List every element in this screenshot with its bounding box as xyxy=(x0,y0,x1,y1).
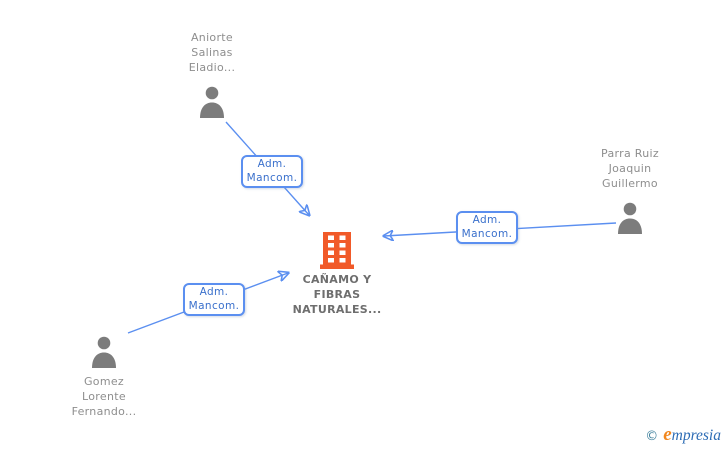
person-node-parra[interactable]: Parra Ruiz Joaquin Guillermo xyxy=(570,146,690,234)
person-name-line: Lorente xyxy=(82,390,126,403)
person-name-line: Joaquin xyxy=(608,162,652,175)
company-name-line: NATURALES... xyxy=(292,303,382,316)
person-name-line: Parra Ruiz xyxy=(601,147,659,160)
person-name: Gomez Lorente Fernando... xyxy=(72,374,137,419)
person-icon xyxy=(92,336,116,368)
brand-initial: e xyxy=(663,424,672,445)
person-name-line: Eladio... xyxy=(188,61,236,74)
brand-wordmark: empresia xyxy=(663,424,721,446)
person-name-line: Guillermo xyxy=(602,177,658,190)
relation-label-line: Mancom. xyxy=(246,171,298,184)
person-name-line: Fernando... xyxy=(71,405,137,418)
person-name: Aniorte Salinas Eladio... xyxy=(189,30,236,75)
person-name-line: Salinas xyxy=(191,46,233,59)
empresia-logo[interactable]: © empresia xyxy=(645,424,721,446)
relation-label-line: Adm. xyxy=(472,214,502,226)
relation-label-parra: Adm. Mancom. xyxy=(456,211,518,244)
company-name-line: CAÑAMO Y xyxy=(302,273,372,286)
building-icon xyxy=(320,232,354,269)
person-name-line: Aniorte xyxy=(190,31,233,44)
person-node-aniorte[interactable]: Aniorte Salinas Eladio... xyxy=(152,30,272,118)
company-name-line: FIBRAS xyxy=(313,288,361,301)
company-node[interactable]: CAÑAMO Y FIBRAS NATURALES... xyxy=(277,232,397,317)
relation-label-line: Mancom. xyxy=(461,227,513,240)
relation-label-line: Adm. xyxy=(199,286,229,298)
relation-label-line: Mancom. xyxy=(188,299,240,312)
person-name-line: Gomez xyxy=(83,375,124,388)
relation-label-aniorte: Adm. Mancom. xyxy=(241,155,303,188)
relation-label-gomez: Adm. Mancom. xyxy=(183,283,245,316)
person-node-gomez[interactable]: Gomez Lorente Fernando... xyxy=(44,336,164,419)
relation-label-line: Adm. xyxy=(257,158,287,170)
copyright-icon: © xyxy=(645,429,659,444)
company-name: CAÑAMO Y FIBRAS NATURALES... xyxy=(293,272,382,317)
brand-rest: mpresia xyxy=(671,427,721,444)
person-icon xyxy=(618,202,642,234)
person-name: Parra Ruiz Joaquin Guillermo xyxy=(601,146,659,191)
person-icon xyxy=(200,86,224,118)
